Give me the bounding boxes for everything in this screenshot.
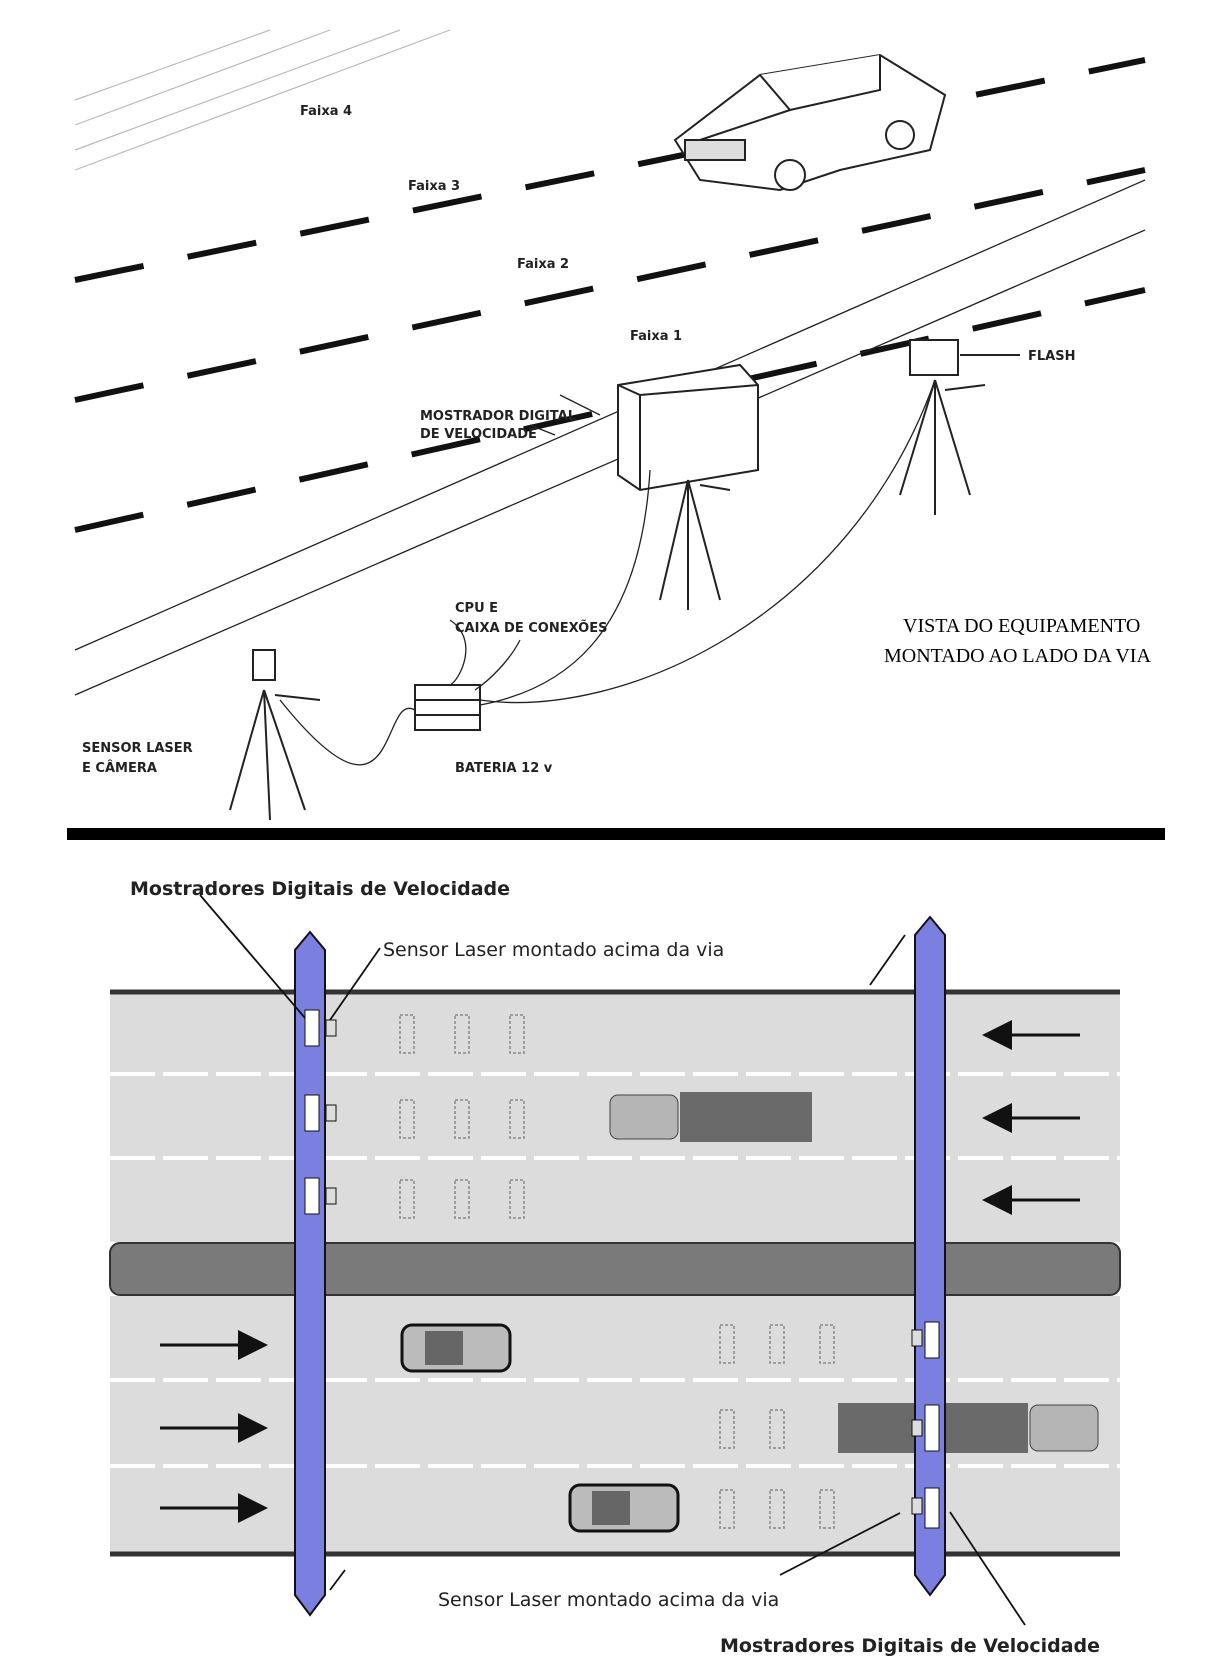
cpu-label-line2: CAIXA DE CONEXÕES	[455, 620, 607, 636]
truck-upper	[609, 1092, 812, 1142]
caption-line1: VISTA DO EQUIPAMENTO	[903, 615, 1140, 637]
top-perspective-view: Faixa 4 Faixa 3 Faixa 2 Faixa 1 FLASH MO…	[74, 29, 1151, 821]
road-edge-lines	[74, 29, 451, 171]
display-label-line1: MOSTRADOR DIGITAL	[420, 409, 576, 424]
traffic-arrows-lower	[160, 1330, 268, 1523]
car-illustration	[673, 53, 947, 192]
lane-4-label: Faixa 4	[300, 104, 352, 119]
cables	[279, 379, 936, 766]
sensor-label-bottom: Sensor Laser montado acima da via	[438, 1589, 779, 1611]
callout-leader-lines	[199, 894, 1026, 1626]
motion-ghost-cars-lower	[719, 1324, 835, 1529]
cpu-battery-box	[414, 684, 481, 731]
displays-label-top: Mostradores Digitais de Velocidade	[130, 878, 510, 900]
lane-1-label: Faixa 1	[630, 329, 682, 344]
display-label-line2: DE VELOCIDADE	[420, 427, 537, 442]
gantry-right	[911, 915, 946, 1597]
car-lower-lane1	[400, 1323, 512, 1373]
caption-line2: MONTADO AO LADO DA VIA	[884, 645, 1151, 667]
flash-box	[899, 339, 1020, 515]
median-strip	[109, 1242, 1121, 1296]
sensor-label-line1: SENSOR LASER	[82, 741, 193, 756]
lane-3-label: Faixa 3	[408, 179, 460, 194]
gantry-left	[294, 930, 337, 1617]
truck-lower	[838, 1403, 1099, 1453]
section-divider	[67, 828, 1165, 840]
plan-lane-dividers	[110, 1072, 1120, 1468]
traffic-arrows-upper	[982, 1020, 1080, 1215]
displays-label-bottom: Mostradores Digitais de Velocidade	[720, 1635, 1100, 1657]
battery-label: BATERIA 12 v	[455, 761, 553, 776]
sensor-label-top: Sensor Laser montado acima da via	[383, 939, 724, 961]
bottom-plan-view: Mostradores Digitais de Velocidade Senso…	[109, 878, 1121, 1657]
motion-ghost-cars-upper	[399, 1014, 525, 1219]
speed-display-box	[617, 363, 759, 610]
sensor-camera-tripod	[229, 649, 321, 821]
sensor-label-line2: E CÂMERA	[82, 760, 157, 776]
cpu-label-line1: CPU E	[455, 601, 498, 616]
lane-dividers	[74, 57, 1146, 533]
lane-2-label: Faixa 2	[517, 257, 569, 272]
flash-label: FLASH	[1028, 349, 1075, 364]
road-edge	[74, 179, 1146, 696]
car-lower-lane3	[568, 1483, 680, 1533]
